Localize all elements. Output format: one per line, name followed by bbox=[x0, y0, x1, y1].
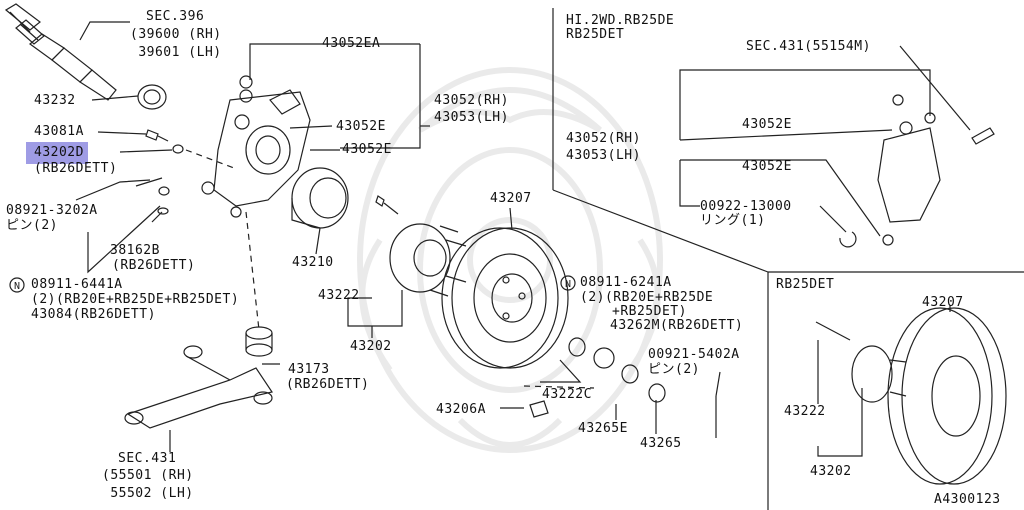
nut-icon bbox=[158, 186, 170, 196]
selected-part-highlight bbox=[26, 142, 88, 164]
label-sec431-inset[interactable]: SEC.431(55154M) bbox=[746, 39, 871, 54]
label-sec431-main[interactable]: SEC.431 bbox=[118, 451, 177, 466]
lower-arm-icon bbox=[124, 345, 273, 429]
svg-text:N: N bbox=[565, 279, 571, 290]
label-43052-rh-2[interactable]: 43052(RH) bbox=[566, 131, 641, 146]
inset2-title: RB25DET bbox=[776, 277, 835, 292]
label-39600: (39600 (RH) bbox=[130, 27, 222, 42]
label-43207-inset[interactable]: 43207 bbox=[922, 295, 964, 310]
label-00921-5402a[interactable]: 00921-5402A bbox=[648, 347, 740, 362]
drive-shaft-icon bbox=[4, 3, 117, 101]
label-43052e-2[interactable]: 43052E bbox=[342, 142, 392, 157]
label-43173[interactable]: 43173 bbox=[288, 362, 330, 377]
label-43202d[interactable]: 43202D bbox=[34, 145, 84, 160]
label-sec396[interactable]: SEC.396 bbox=[146, 9, 205, 24]
label-qty-2b: +RB25DET) bbox=[612, 304, 687, 319]
inset1-title-2: RB25DET bbox=[566, 27, 625, 42]
bolt-icon bbox=[145, 129, 169, 142]
label-00922-13000[interactable]: 00922-13000 bbox=[700, 199, 792, 214]
label-55501: (55501 (RH) bbox=[102, 468, 194, 483]
label-43265[interactable]: 43265 bbox=[640, 436, 682, 451]
inset-frames bbox=[552, 8, 1024, 510]
label-43052e-1[interactable]: 43052E bbox=[336, 119, 386, 134]
assembly-centerlines bbox=[185, 149, 595, 389]
label-43053-lh-1[interactable]: 43053(LH) bbox=[434, 110, 509, 125]
label-43207-main[interactable]: 43207 bbox=[490, 191, 532, 206]
label-08921-3202a[interactable]: 08921-3202A bbox=[6, 203, 98, 218]
label-43052ea[interactable]: 43052EA bbox=[322, 36, 381, 51]
label-pin-2-b: ピン(2) bbox=[648, 362, 700, 377]
pin-icon bbox=[135, 177, 163, 187]
inset1-title-1: HI.2WD.RB25DE bbox=[566, 13, 675, 28]
label-43084[interactable]: 43084(RB26DETT) bbox=[31, 307, 156, 322]
figure-id: A4300123 bbox=[934, 492, 1001, 507]
label-43202-inset[interactable]: 43202 bbox=[810, 464, 852, 479]
knuckle-icon bbox=[201, 75, 311, 218]
label-qty-1: (2)(RB20E+RB25DE+RB25DET) bbox=[31, 292, 240, 307]
label-43222c[interactable]: 43222C bbox=[542, 387, 592, 402]
leader-lines bbox=[75, 21, 971, 457]
label-43262m[interactable]: 43262M(RB26DETT) bbox=[610, 318, 744, 333]
label-43265e[interactable]: 43265E bbox=[578, 421, 628, 436]
circled-n-icon-2: N bbox=[560, 275, 576, 291]
label-rb26dett-1: (RB26DETT) bbox=[34, 161, 118, 176]
lower-small-parts bbox=[529, 337, 717, 438]
washer-icon bbox=[172, 144, 184, 154]
inset-disc-icon bbox=[815, 307, 1007, 485]
label-08911-6241a[interactable]: 08911-6241A bbox=[580, 275, 672, 290]
oil-seal-icon bbox=[137, 84, 167, 110]
label-rb26dett-2: (RB26DETT) bbox=[112, 258, 196, 273]
label-43052e-inset-1[interactable]: 43052E bbox=[742, 117, 792, 132]
inset-knuckle-icon bbox=[839, 94, 995, 248]
label-43052-rh-1[interactable]: 43052(RH) bbox=[434, 93, 509, 108]
svg-text:N: N bbox=[14, 281, 20, 292]
label-43206a[interactable]: 43206A bbox=[436, 402, 486, 417]
hub-icon bbox=[375, 195, 467, 297]
label-39601: 39601 (LH) bbox=[130, 45, 222, 60]
label-43210[interactable]: 43210 bbox=[292, 255, 334, 270]
label-43202-main[interactable]: 43202 bbox=[350, 339, 392, 354]
label-08911-6441a[interactable]: 08911-6441A bbox=[31, 277, 123, 292]
brake-disc-icon bbox=[441, 227, 569, 369]
label-pin-2: ピン(2) bbox=[6, 218, 58, 233]
label-43081a[interactable]: 43081A bbox=[34, 124, 84, 139]
bump-stopper-icon bbox=[245, 326, 273, 357]
label-ring-1: リング(1) bbox=[700, 213, 766, 228]
label-55502: 55502 (LH) bbox=[102, 486, 194, 501]
label-43222-main[interactable]: 43222 bbox=[318, 288, 360, 303]
label-43222-inset[interactable]: 43222 bbox=[784, 404, 826, 419]
washer-icon-2 bbox=[157, 207, 169, 215]
label-rb26dett-3: (RB26DETT) bbox=[286, 377, 370, 392]
label-43232[interactable]: 43232 bbox=[34, 93, 76, 108]
circled-n-icon: N bbox=[9, 277, 25, 293]
label-43052e-inset-2[interactable]: 43052E bbox=[742, 159, 792, 174]
label-38162b[interactable]: 38162B bbox=[110, 243, 160, 258]
hub-bearing-icon bbox=[291, 167, 349, 229]
label-qty-2a: (2)(RB20E+RB25DE bbox=[580, 290, 714, 305]
label-43053-lh-2[interactable]: 43053(LH) bbox=[566, 148, 641, 163]
